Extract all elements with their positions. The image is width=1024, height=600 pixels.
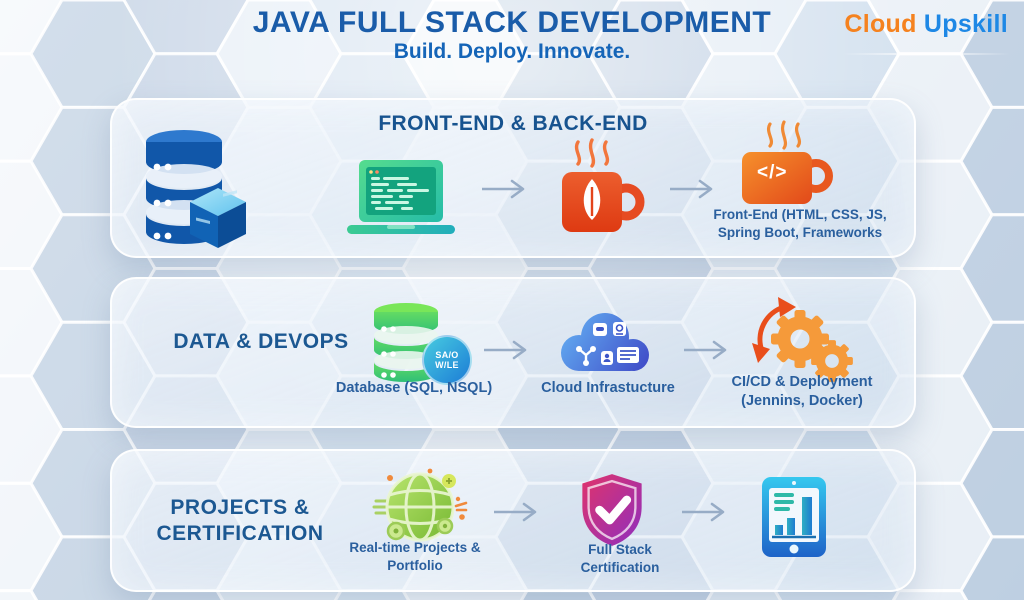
panel3-heading: PROJECTS & CERTIFICATION [156,496,324,546]
brand-logo-word2: Upskill [923,10,1008,38]
checkmark-icon [595,495,632,525]
caption-certification: Full Stack Certification [580,542,660,575]
flow-arrow-icon [684,340,727,360]
data-cube [190,188,246,248]
certification-shield-icon [582,474,642,546]
panel2-heading: DATA & DEVOPS [173,330,349,353]
mug-shape [742,120,833,204]
code-glyph: </> [757,162,788,183]
database-stack-icon [146,130,246,248]
flow-arrow-icon [494,502,537,522]
page-title: JAVA FULL STACK DEVELOPMENT [252,6,772,39]
page-subtitle: Build. Deploy. Innovate. [393,40,631,63]
cloud-infrastructure-icon [561,313,649,371]
brand-logo: Cloud Upskill [844,10,1008,39]
panel1-heading: FRONT-END & BACK-END [378,112,648,135]
gear-small [811,340,853,382]
leaf-icon [583,179,601,220]
caption-projects: Real-time Projects & Portfolio [349,540,481,573]
caption-cloud: Cloud Infrastucture [541,380,675,396]
laptop-code-icon [347,160,455,234]
steam-icon [574,138,610,168]
globe-projects-icon [372,468,468,542]
green-database-shape [374,303,438,382]
panel-frontend-backend: FRONT-END & BACK-END [110,98,916,258]
sql-badge: SA/O W/LE [422,335,472,385]
sql-badge-line2: W/LE [435,360,459,370]
steam-icon [766,120,802,150]
logo-divider-line [842,53,1010,55]
tablet-text-lines [774,493,794,511]
flow-arrow-icon [484,340,527,360]
caption-database: Database (SQL, NSQL) [335,380,493,396]
tablet-chart-icon [762,477,826,557]
tablet-bar-chart [772,497,816,539]
caption-frontend: Front-End (HTML, CSS, JS, Spring Boot, F… [713,207,887,240]
sql-badge-line1: SA/O [435,349,459,360]
flow-arrow-icon [482,179,525,199]
flow-arrow-icon [670,179,713,199]
gear-large [771,310,829,368]
green-database-icon: SA/O W/LE [370,301,472,385]
spring-boot-mug-icon [562,138,645,232]
brand-logo-word1: Cloud [844,10,917,38]
cicd-gears-icon [752,297,853,382]
cloud-service-glyphs [576,322,639,366]
caption-cicd: CI/CD & Deployment (Jennins, Docker) [731,374,873,409]
panel-data-devops: DATA & DEVOPS SA/O [110,277,916,428]
panel-projects-certification: PROJECTS & CERTIFICATION [110,449,916,592]
globe-accent-dots [387,468,465,520]
flow-arrow-icon [682,502,725,522]
java-code-mug-icon: </> [730,120,840,216]
